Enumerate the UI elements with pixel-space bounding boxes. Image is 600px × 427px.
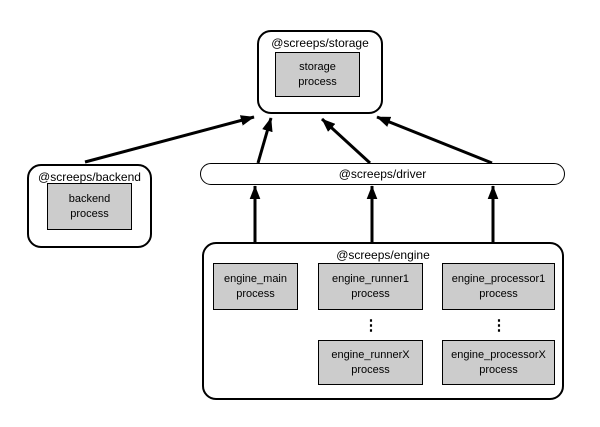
module-storage-title: @screeps/storage bbox=[271, 36, 369, 50]
module-engine: @screeps/engine engine_main process engi… bbox=[202, 242, 564, 400]
vertical-ellipsis-icon: ⋮ bbox=[363, 317, 379, 334]
module-backend: @screeps/backend backend process bbox=[27, 164, 152, 248]
engine-processorX-process-box: engine_processorX process bbox=[442, 340, 555, 385]
backend-process-box: backend process bbox=[47, 183, 132, 230]
engine-runner1-process-box: engine_runner1 process bbox=[318, 263, 423, 310]
arrow-backend-to-storage bbox=[84, 115, 255, 164]
engine-runnerX-process-box: engine_runnerX process bbox=[318, 340, 423, 385]
module-storage: @screeps/storage storage process bbox=[257, 30, 383, 114]
storage-process-box: storage process bbox=[275, 52, 360, 97]
module-driver: @screeps/driver bbox=[200, 163, 565, 185]
vertical-ellipsis-icon: ⋮ bbox=[491, 317, 507, 334]
engine-processor1-process-box: engine_processor1 process bbox=[442, 263, 555, 310]
module-engine-title: @screeps/engine bbox=[336, 248, 430, 262]
arrow-driver-to-storage bbox=[376, 115, 493, 165]
module-driver-title: @screeps/driver bbox=[338, 167, 427, 181]
engine-main-process-box: engine_main process bbox=[213, 263, 298, 310]
module-backend-title: @screeps/backend bbox=[38, 170, 141, 184]
arrow-driver-to-storage bbox=[256, 117, 273, 164]
arrow-driver-to-storage bbox=[320, 117, 372, 165]
